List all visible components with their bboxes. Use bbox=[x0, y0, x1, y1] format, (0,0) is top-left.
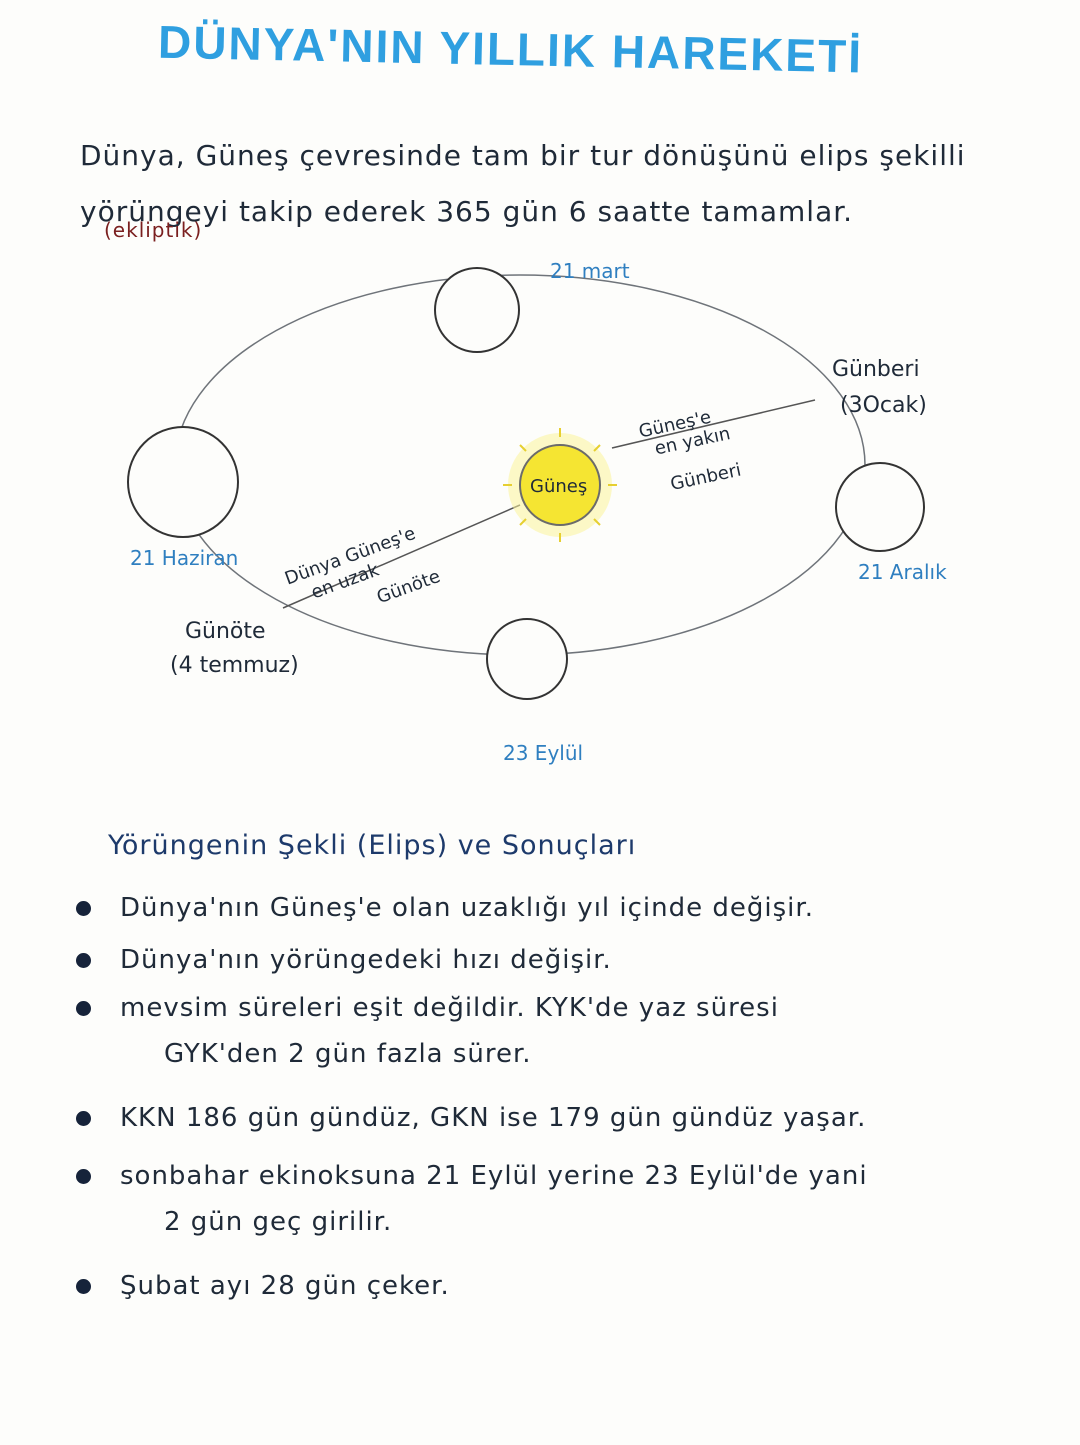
sun-icon bbox=[503, 428, 617, 542]
intro-paragraph: Dünya, Güneş çevresinde tam bir tur dönü… bbox=[80, 128, 1000, 240]
ecliptic-note: (ekliptik) bbox=[104, 218, 203, 242]
bullet-dot bbox=[76, 901, 91, 916]
bullet-dot bbox=[76, 953, 91, 968]
aphelion-line bbox=[282, 504, 521, 609]
perihelion-date: (3Ocak) bbox=[840, 393, 927, 418]
earth-top bbox=[434, 267, 520, 353]
bullet-dot bbox=[76, 1279, 91, 1294]
aphelion-title: Günöte bbox=[185, 619, 266, 644]
intro-line-1: Dünya, Güneş çevresinde tam bir tur dönü… bbox=[80, 139, 966, 172]
label-23-eylul: 23 Eylül bbox=[503, 741, 583, 765]
label-21-mart: 21 mart bbox=[550, 259, 630, 283]
sun-label: Güneş bbox=[530, 476, 587, 497]
perihelion-title: Günberi bbox=[832, 357, 920, 382]
earth-bottom bbox=[486, 618, 568, 700]
orbit-diagram: Güneş 21 mart 21 Haziran 21 Aralık 23 Ey… bbox=[127, 259, 947, 765]
label-21-haziran: 21 Haziran bbox=[130, 546, 238, 570]
section-subheading: Yörüngenin Şekli (Elips) ve Sonuçları bbox=[108, 830, 637, 861]
label-21-aralik: 21 Aralık bbox=[858, 560, 947, 584]
earth-left bbox=[127, 426, 239, 538]
earth-right bbox=[835, 462, 925, 552]
intro-line-2: yörüngeyi takip ederek 365 gün 6 saatte … bbox=[80, 195, 854, 228]
perihelion-line-label: Günberi bbox=[669, 460, 743, 495]
bullet-dot bbox=[76, 1001, 91, 1016]
page-title: DÜNYA'NIN YILLIK HAREKETİ bbox=[157, 15, 864, 83]
bullet-dot bbox=[76, 1111, 91, 1126]
bullet-dot bbox=[76, 1169, 91, 1184]
aphelion-date: (4 temmuz) bbox=[170, 653, 299, 678]
aphelion-line-label: Günöte bbox=[374, 566, 443, 608]
perihelion-line bbox=[611, 399, 816, 449]
